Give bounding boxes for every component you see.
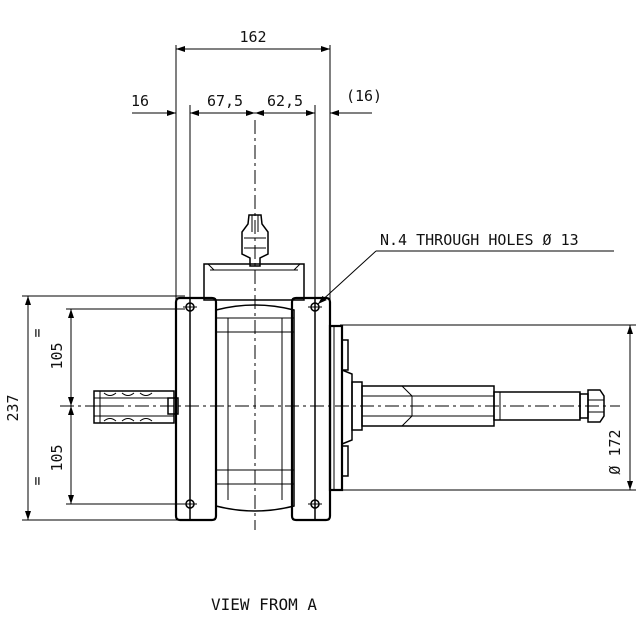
- dim-overall-height: 237: [4, 394, 22, 421]
- dim-right-offset: 62,5: [267, 92, 303, 110]
- dim-overall-width: 162: [239, 28, 266, 46]
- dim-left-offset: 67,5: [207, 92, 243, 110]
- top-breather: [241, 214, 269, 267]
- dim-lower-half: 105: [48, 444, 66, 471]
- dim-right-flange: (16): [346, 87, 382, 105]
- equal-mark-bottom: =: [28, 476, 46, 485]
- dim-left-flange: 16: [131, 92, 149, 110]
- equal-mark-top: =: [28, 328, 46, 337]
- right-dimension: Ø 172: [340, 324, 636, 491]
- gearbox-housing: [203, 263, 305, 512]
- top-dimensions: 162 16 67,5 62,5 (16): [131, 28, 382, 300]
- output-assembly: [328, 324, 605, 492]
- input-shaft: [93, 390, 179, 424]
- left-flange: [174, 296, 218, 522]
- dim-output-diameter: Ø 172: [606, 429, 624, 474]
- dim-upper-half: 105: [48, 342, 66, 369]
- right-flange: [290, 296, 332, 522]
- holes-note: N.4 THROUGH HOLES Ø 13: [380, 231, 579, 249]
- left-dimensions: 237 105 105 = =: [4, 295, 185, 521]
- view-caption: VIEW FROM A: [211, 595, 317, 614]
- holes-callout: N.4 THROUGH HOLES Ø 13: [317, 231, 614, 305]
